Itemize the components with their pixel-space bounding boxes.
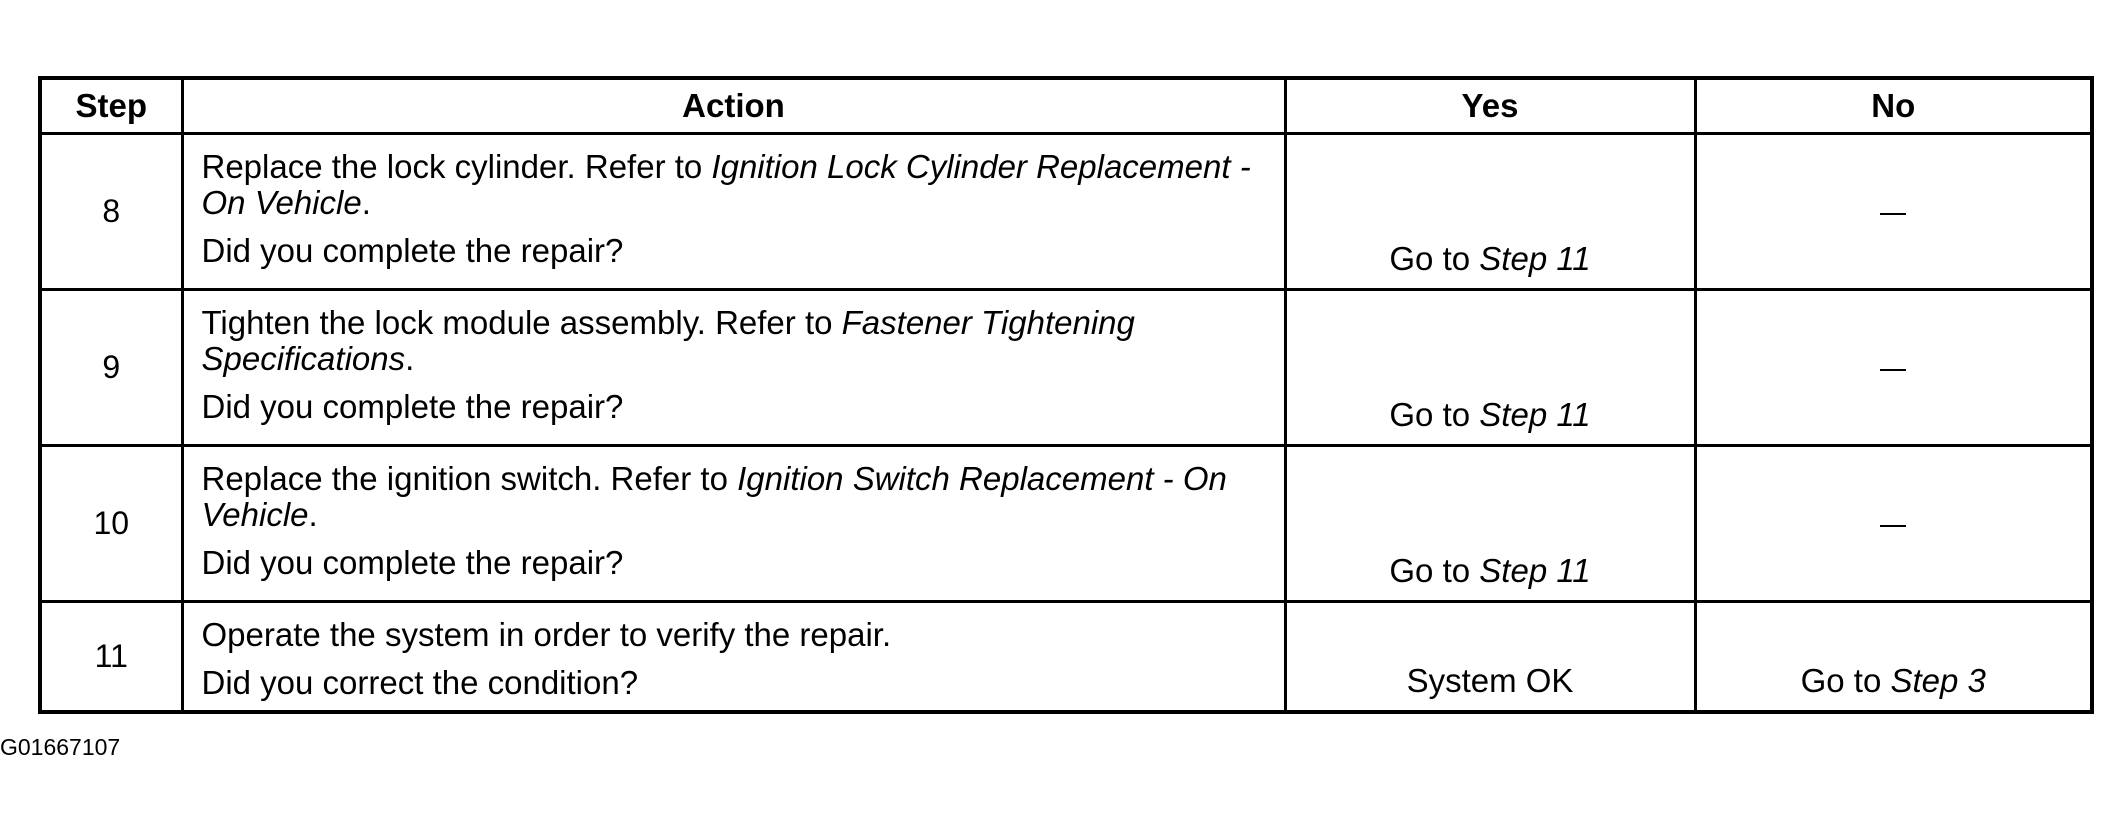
header-yes: Yes <box>1283 76 1697 135</box>
action-description: Tighten the lock module assembly. Refer … <box>202 305 1266 377</box>
diagnostic-step-table: Step Action Yes No 8 Replace the lock cy… <box>38 76 2094 714</box>
action-text: Replace the lock cylinder. Refer to <box>201 148 712 185</box>
no-step-reference: Step 3 <box>1890 661 1986 699</box>
yes-result: Go to Step 11 <box>1283 132 1697 291</box>
figure-id: G01667107 <box>0 734 121 760</box>
action-reference: Ignition Switch Replacement - On Vehicle <box>201 460 1227 533</box>
yes-result: Go to Step 11 <box>1283 288 1697 447</box>
action-cell: Tighten the lock module assembly. Refer … <box>180 288 1287 447</box>
no-result <box>1693 288 2094 447</box>
action-reference: Ignition Lock Cylinder Replacement - On … <box>201 148 1251 221</box>
action-reference: Fastener Tightening Specifications <box>201 304 1135 377</box>
action-question: Did you complete the repair? <box>201 544 624 581</box>
action-question: Did you complete the repair? <box>201 232 624 269</box>
table-row: 8 Replace the lock cylinder. Refer to Ig… <box>38 132 2094 291</box>
yes-text: Go to <box>1389 240 1480 277</box>
action-cell: Operate the system in order to verify th… <box>180 600 1287 713</box>
no-result: Go to Step 3 <box>1693 600 2094 713</box>
header-action: Action <box>180 76 1287 135</box>
table-row: 11 Operate the system in order to verify… <box>38 600 2094 713</box>
no-result-dash <box>1880 368 1907 371</box>
action-description: Replace the lock cylinder. Refer to Igni… <box>202 149 1266 221</box>
action-cell: Replace the lock cylinder. Refer to Igni… <box>180 132 1287 291</box>
yes-text: Go to <box>1389 396 1480 433</box>
table-row: 10 Replace the ignition switch. Refer to… <box>38 444 2094 603</box>
action-description: Operate the system in order to verify th… <box>201 616 892 653</box>
step-number: 11 <box>38 600 184 713</box>
no-result <box>1693 444 2094 603</box>
header-no: No <box>1693 76 2094 135</box>
action-suffix: . <box>405 340 415 377</box>
header-step: Step <box>38 76 184 135</box>
step-number: 10 <box>38 444 184 603</box>
action-suffix: . <box>308 496 318 533</box>
action-suffix: . <box>361 184 371 221</box>
header-row: Step Action Yes No <box>38 76 2094 135</box>
yes-text: Go to <box>1389 552 1480 589</box>
yes-step-reference: Step 11 <box>1479 552 1591 589</box>
action-text: Tighten the lock module assembly. Refer … <box>201 304 842 341</box>
action-question: Did you correct the condition? <box>201 664 639 701</box>
no-text: Go to <box>1800 661 1891 699</box>
no-result-dash <box>1880 212 1907 215</box>
yes-result: Go to Step 11 <box>1283 444 1697 603</box>
action-question: Did you complete the repair? <box>201 388 624 425</box>
action-text: Replace the ignition switch. Refer to <box>201 460 738 497</box>
no-result-dash <box>1880 524 1907 527</box>
step-number: 9 <box>38 288 184 447</box>
table-row: 9 Tighten the lock module assembly. Refe… <box>38 288 2094 447</box>
yes-result: System OK <box>1283 600 1697 713</box>
yes-step-reference: Step 11 <box>1479 240 1591 277</box>
yes-step-reference: Step 11 <box>1479 396 1591 433</box>
no-result <box>1693 132 2094 291</box>
action-cell: Replace the ignition switch. Refer to Ig… <box>180 444 1287 603</box>
step-number: 8 <box>38 132 184 291</box>
action-description: Replace the ignition switch. Refer to Ig… <box>202 461 1266 533</box>
